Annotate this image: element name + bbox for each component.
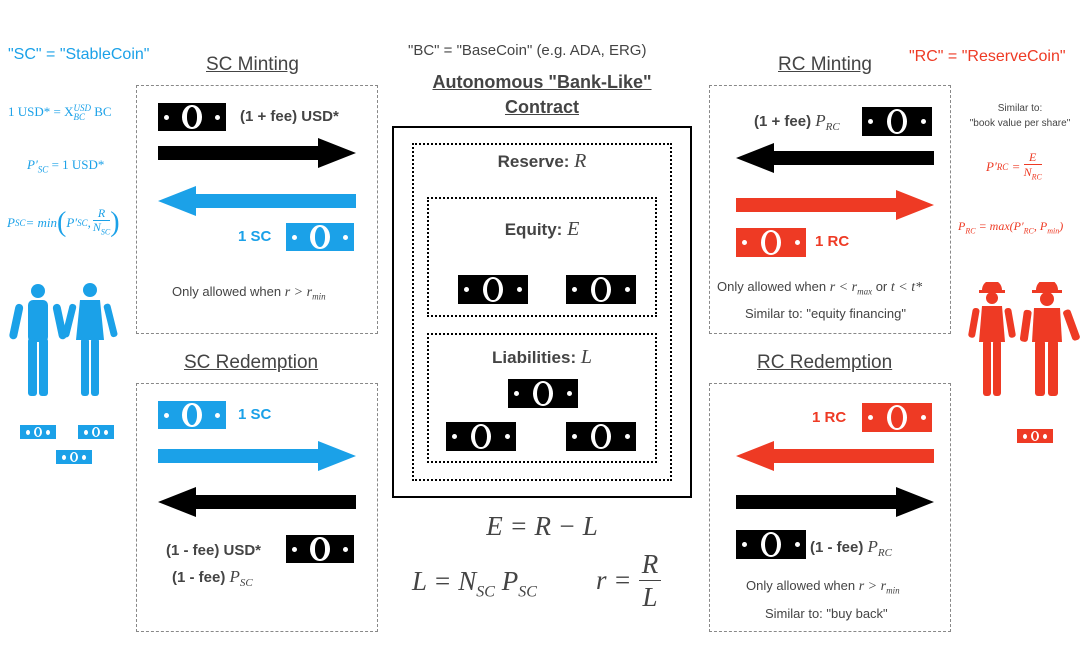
rc-minting-similar: Similar to: "equity financing" [745, 306, 906, 321]
sc-minting-title: SC Minting [206, 54, 299, 75]
stablecoin-bill-icon [56, 450, 92, 464]
rc-minting-title: RC Minting [778, 54, 872, 75]
reservecoin-issue-arrow [736, 190, 934, 220]
base-coin-payout-arrow [736, 487, 934, 517]
rc-redemption-receive-label: (1 - fee) PRC [810, 537, 892, 559]
stablecoin-bill-icon [20, 425, 56, 439]
stablecoin-bill-icon [78, 425, 114, 439]
liabilities-box [427, 333, 657, 463]
stablecoin-users-icon [9, 283, 118, 396]
base-coin-bill-icon [862, 107, 932, 136]
sc-redemption-give-label: 1 SC [238, 406, 272, 423]
sc-redemption-price-label: (1 - fee) PSC [172, 567, 253, 589]
base-coin-bill-icon [736, 530, 806, 559]
reserve-label: Reserve: R [497, 150, 587, 172]
base-coin-bill-icon [446, 422, 516, 451]
base-coin-payout-arrow [158, 487, 356, 517]
sc-minting-panel [136, 85, 378, 334]
stablecoin-bill-icon [158, 401, 226, 429]
sc-redemption-panel [136, 383, 378, 632]
sc-target-price-formula: P′SC = 1 USD* [27, 157, 105, 175]
base-coin-bill-icon [286, 535, 354, 563]
sc-redemption-receive-label: (1 - fee) USD* [166, 542, 262, 559]
equity-equation: E = R − L [486, 511, 598, 541]
reservecoin-bill-icon [736, 228, 806, 257]
rc-redemption-similar: Similar to: "buy back" [765, 606, 888, 621]
rc-minting-panel [709, 85, 951, 334]
contract-title: Autonomous "Bank-Like" Contract [432, 72, 652, 117]
base-coin-bill-icon [566, 422, 636, 451]
equity-label: Equity: E [504, 218, 580, 240]
base-coin-bill-icon [158, 103, 226, 131]
rc-minting-condition: Only allowed when r < rmax or t < t* [717, 279, 923, 297]
rc-redemption-title: RC Redemption [757, 352, 893, 373]
base-coin-bill-icon [566, 275, 636, 304]
bc-definition: "BC" = "BaseCoin" (e.g. ADA, ERG) [408, 42, 647, 59]
rc-redemption-panel [709, 383, 951, 632]
stablecoin-issue-arrow [158, 186, 356, 216]
base-coin-deposit-arrow [736, 143, 934, 173]
sc-redemption-title: SC Redemption [184, 352, 319, 373]
base-coin-bill-icon [458, 275, 528, 304]
reserve-box [412, 143, 672, 481]
liabilities-label: Liabilities: L [492, 346, 592, 368]
reservecoin-holders-icon [968, 282, 1080, 396]
rc-price-formula: PRC = max(P′RC, Pmin) [958, 219, 1064, 236]
stablecoin-return-arrow [158, 441, 356, 471]
stablecoin-bill-icon [286, 223, 354, 251]
rc-redemption-condition: Only allowed when r > rmin [746, 578, 900, 596]
book-value-note: Similar to: "book value per share" [969, 103, 1071, 129]
reservecoin-bill-icon [1017, 429, 1053, 443]
rc-target-price-formula: P′RC = E NRC [986, 150, 1042, 184]
sc-definition: "SC" = "StableCoin" [8, 46, 150, 63]
base-coin-bill-icon [508, 379, 578, 408]
rc-minting-receive-label: 1 RC [815, 233, 850, 250]
equity-box [427, 197, 657, 317]
contract-box [392, 126, 692, 498]
reserve-ratio-equation: r = R L [596, 548, 661, 613]
liabilities-equation: L = NSC PSC [412, 566, 537, 601]
reservecoin-return-arrow [736, 441, 934, 471]
sc-minting-pay-label: (1 + fee) USD* [240, 108, 339, 125]
reservecoin-bill-icon [862, 403, 932, 432]
base-coin-deposit-arrow [158, 138, 356, 168]
rc-redemption-give-label: 1 RC [812, 409, 847, 426]
sc-minting-receive-label: 1 SC [238, 228, 272, 245]
sc-minting-condition: Only allowed when r > rmin [172, 284, 326, 302]
rc-definition: "RC" = "ReserveCoin" [909, 48, 1066, 65]
rc-minting-pay-label: (1 + fee) PRC [754, 111, 840, 133]
